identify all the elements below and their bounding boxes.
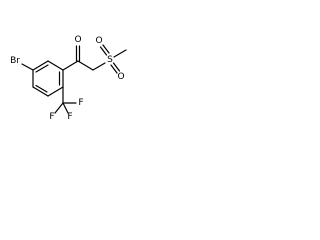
bond-ring-to-carbonyl	[62, 60, 79, 71]
atom-fluorine-2: F	[49, 112, 54, 122]
ring-bond-5-inner	[35, 84, 48, 93]
molecule-structure: O S O O Br F F F	[10, 35, 127, 122]
benzene-ring	[32, 60, 64, 97]
sulfonyl-top-double-a	[99, 46, 108, 56]
atom-fluorine-3: F	[67, 112, 72, 122]
ring-bond-1-inner	[35, 64, 49, 73]
ring-bond-5	[32, 86, 49, 97]
bond-carbonyl-to-ch2	[77, 60, 94, 71]
atom-oxygen-sulfonyl-bottom: O	[117, 72, 124, 82]
sulfonyl-bottom-double-a	[110, 64, 118, 74]
atom-bromine: Br	[10, 56, 20, 66]
sulfonyl-bottom-double-b	[112, 62, 121, 72]
bond-ch2-to-sulfur	[92, 62, 106, 71]
bond-ring-to-bromine	[21, 63, 34, 71]
bond-c-to-f2	[54, 102, 64, 114]
ring-bond-2	[47, 60, 64, 71]
bond-sulfur-to-methyl	[113, 49, 127, 58]
structure-canvas: O S O O Br F F F	[0, 0, 152, 152]
bond-c-to-f3	[62, 102, 69, 114]
atom-sulfur: S	[107, 55, 113, 65]
atom-fluorine-1: F	[78, 98, 83, 108]
atom-oxygen-ketone: O	[74, 35, 81, 45]
atom-oxygen-sulfonyl-top: O	[95, 36, 102, 46]
sulfonyl-top-double-b	[102, 44, 110, 54]
ring-bond-1	[32, 60, 49, 71]
ring-bond-4	[47, 86, 64, 97]
